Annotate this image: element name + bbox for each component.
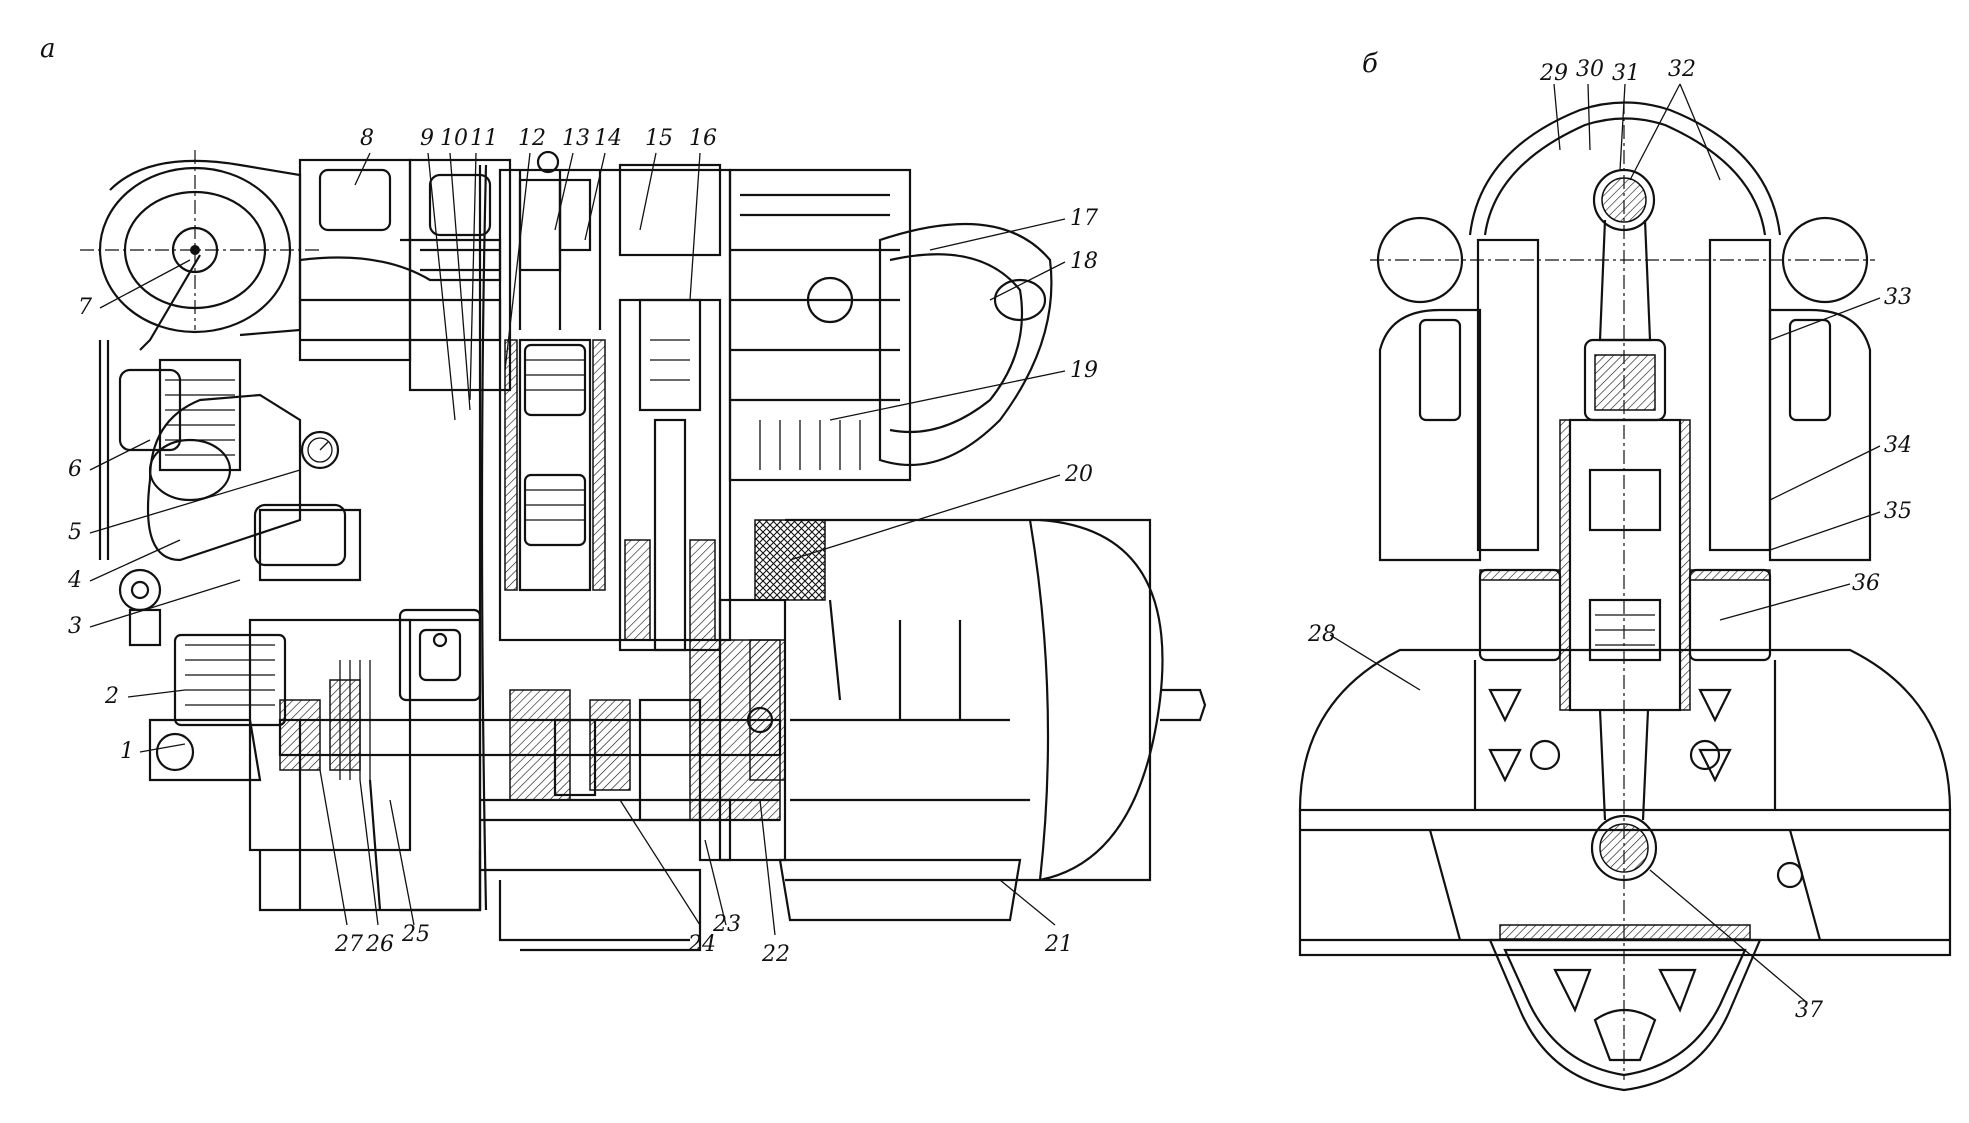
callout-10: 10 (440, 126, 468, 151)
panel-b-drawing (1298, 100, 1952, 1092)
callout-24: 24 (687, 932, 716, 957)
callout-27: 27 (334, 932, 363, 957)
callout-21: 21 (1044, 932, 1073, 957)
callout-22: 22 (761, 942, 790, 967)
callout-36: 36 (1852, 571, 1880, 596)
callout-32: 32 (1668, 57, 1696, 82)
panel-label-a: а (40, 34, 56, 64)
air-manifold (298, 158, 512, 392)
cylinder-block (498, 150, 732, 652)
callout-8: 8 (360, 126, 374, 151)
leader-lines (89, 83, 1881, 1002)
turbocharger-right (728, 168, 1053, 482)
callout-7: 7 (78, 295, 92, 320)
callout-16: 16 (689, 126, 717, 151)
callout-5: 5 (68, 520, 82, 545)
flywheel-housing (480, 598, 787, 952)
callout-12: 12 (518, 126, 546, 151)
callout-20: 20 (1064, 462, 1093, 487)
callout-18: 18 (1070, 249, 1098, 274)
callout-25: 25 (401, 922, 430, 947)
generator-housing (754, 518, 1207, 922)
callout-11: 11 (470, 126, 498, 151)
front-gear-housing (148, 618, 482, 912)
callout-35: 35 (1884, 499, 1912, 524)
callout-30: 30 (1576, 57, 1604, 82)
callout-13: 13 (562, 126, 590, 151)
panel-labels: а б (40, 34, 1378, 79)
callout-37: 37 (1795, 998, 1823, 1023)
callout-3: 3 (68, 614, 82, 639)
callout-29: 29 (1539, 61, 1568, 86)
callout-34: 34 (1884, 433, 1912, 458)
panel-a-drawing (80, 150, 1207, 952)
callout-9: 9 (420, 126, 434, 151)
callout-4: 4 (67, 568, 82, 593)
callout-15: 15 (645, 126, 673, 151)
turbocharger-left (80, 150, 320, 351)
callout-23: 23 (712, 912, 741, 937)
callout-26: 26 (365, 932, 394, 957)
callout-33: 33 (1884, 285, 1912, 310)
callout-labels-b: 28 29 30 31 32 33 34 35 36 37 (1307, 57, 1912, 1023)
callout-labels-a: 1 2 3 4 5 6 7 8 9 10 11 12 13 14 15 16 1… (67, 126, 1098, 967)
callout-17: 17 (1070, 206, 1098, 231)
crankcase-a (398, 164, 488, 912)
callout-1: 1 (120, 739, 134, 764)
exhaust-elbow-left (98, 340, 362, 647)
callout-14: 14 (594, 126, 622, 151)
panel-label-b: б (1362, 49, 1378, 79)
callout-2: 2 (104, 684, 119, 709)
callout-6: 6 (68, 457, 82, 482)
pressure-gauge (300, 430, 340, 470)
callout-19: 19 (1070, 358, 1098, 383)
callout-28: 28 (1307, 622, 1336, 647)
callout-31: 31 (1612, 61, 1640, 86)
